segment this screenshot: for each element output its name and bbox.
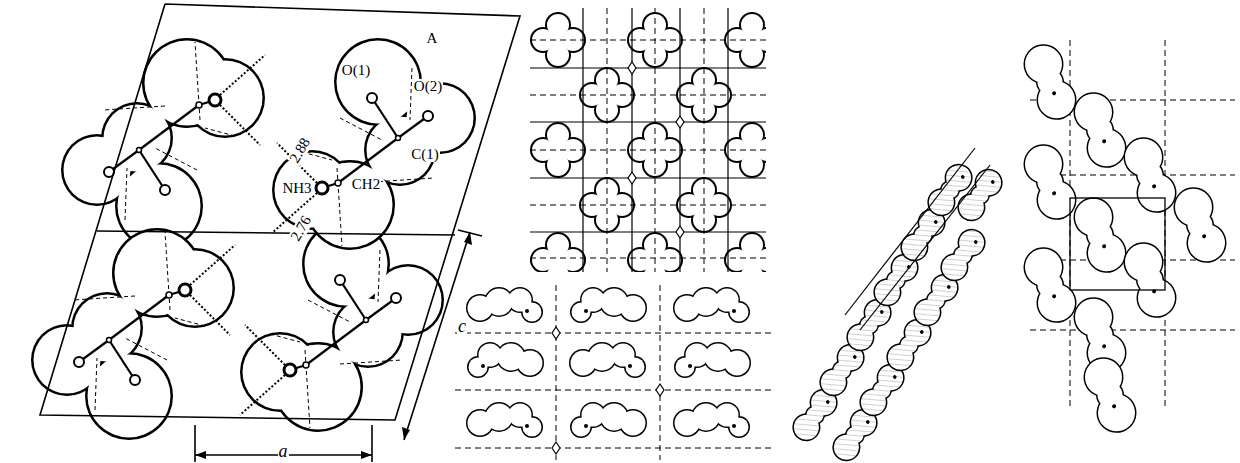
layer-projection: [1018, 39, 1235, 439]
atom-label: O(1): [341, 63, 371, 78]
layer-projection: [455, 285, 772, 460]
atom-label: CH2: [351, 177, 381, 192]
atom-label: NH3: [281, 181, 312, 196]
glycine-packing: [31, 4, 520, 462]
axis-label: a: [278, 442, 289, 460]
atom-label: C(1): [410, 147, 440, 162]
atom-label: O(2): [413, 79, 443, 94]
corner-label: A: [426, 31, 439, 46]
layer-projection: [787, 148, 1008, 463]
layer-projection: [530, 8, 766, 272]
axis-label: c: [457, 317, 467, 335]
